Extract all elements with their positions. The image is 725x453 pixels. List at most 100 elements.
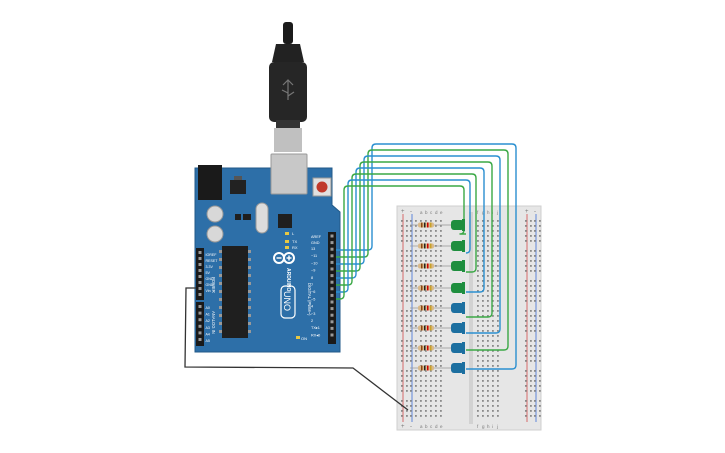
breadboard-hole[interactable] (497, 365, 499, 367)
rail-hole[interactable] (539, 400, 541, 402)
breadboard-hole[interactable] (482, 225, 484, 227)
breadboard-hole[interactable] (477, 265, 479, 267)
rail-hole[interactable] (530, 290, 532, 292)
rail-hole[interactable] (401, 370, 403, 372)
breadboard-hole[interactable] (425, 255, 427, 257)
digital-pin-hole[interactable] (330, 313, 334, 317)
breadboard-hole[interactable] (440, 250, 442, 252)
breadboard-hole[interactable] (477, 405, 479, 407)
rail-hole[interactable] (401, 340, 403, 342)
breadboard-hole[interactable] (492, 345, 494, 347)
breadboard-hole[interactable] (425, 275, 427, 277)
breadboard-hole[interactable] (497, 345, 499, 347)
breadboard-hole[interactable] (435, 310, 437, 312)
breadboard-hole[interactable] (435, 290, 437, 292)
rail-hole[interactable] (406, 240, 408, 242)
rail-hole[interactable] (539, 330, 541, 332)
rail-hole[interactable] (410, 370, 412, 372)
breadboard-hole[interactable] (430, 250, 432, 252)
breadboard-hole[interactable] (425, 330, 427, 332)
rail-hole[interactable] (410, 400, 412, 402)
breadboard-hole[interactable] (492, 325, 494, 327)
rail-hole[interactable] (406, 265, 408, 267)
rail-hole[interactable] (534, 290, 536, 292)
rail-hole[interactable] (410, 225, 412, 227)
breadboard-hole[interactable] (420, 275, 422, 277)
breadboard-hole[interactable] (492, 400, 494, 402)
breadboard-hole[interactable] (477, 220, 479, 222)
rail-hole[interactable] (534, 235, 536, 237)
breadboard-hole[interactable] (492, 270, 494, 272)
rail-hole[interactable] (415, 370, 417, 372)
breadboard-hole[interactable] (482, 400, 484, 402)
breadboard-hole[interactable] (435, 400, 437, 402)
breadboard-hole[interactable] (435, 355, 437, 357)
breadboard-hole[interactable] (497, 415, 499, 417)
rail-hole[interactable] (401, 410, 403, 412)
breadboard-hole[interactable] (430, 340, 432, 342)
digital-pin-hole[interactable] (330, 247, 334, 251)
breadboard-hole[interactable] (482, 250, 484, 252)
breadboard-hole[interactable] (420, 330, 422, 332)
rail-hole[interactable] (525, 330, 527, 332)
breadboard-hole[interactable] (482, 315, 484, 317)
breadboard-hole[interactable] (497, 390, 499, 392)
rail-hole[interactable] (539, 265, 541, 267)
rail-hole[interactable] (406, 360, 408, 362)
breadboard-hole[interactable] (482, 245, 484, 247)
rail-hole[interactable] (415, 280, 417, 282)
breadboard-hole[interactable] (440, 290, 442, 292)
breadboard-hole[interactable] (482, 410, 484, 412)
rail-hole[interactable] (401, 285, 403, 287)
breadboard-hole[interactable] (492, 340, 494, 342)
rail-hole[interactable] (415, 345, 417, 347)
breadboard-hole[interactable] (440, 295, 442, 297)
breadboard-hole[interactable] (425, 360, 427, 362)
rail-hole[interactable] (415, 330, 417, 332)
rail-hole[interactable] (530, 230, 532, 232)
breadboard-hole[interactable] (497, 395, 499, 397)
rail-hole[interactable] (534, 295, 536, 297)
breadboard-hole[interactable] (435, 275, 437, 277)
breadboard-hole[interactable] (477, 270, 479, 272)
breadboard-hole[interactable] (440, 235, 442, 237)
breadboard-hole[interactable] (425, 375, 427, 377)
breadboard-hole[interactable] (497, 265, 499, 267)
rail-hole[interactable] (525, 285, 527, 287)
rail-hole[interactable] (530, 415, 532, 417)
breadboard-hole[interactable] (497, 270, 499, 272)
breadboard-hole[interactable] (430, 320, 432, 322)
rail-hole[interactable] (534, 355, 536, 357)
breadboard-hole[interactable] (440, 370, 442, 372)
breadboard-hole[interactable] (477, 280, 479, 282)
rail-hole[interactable] (525, 375, 527, 377)
breadboard-hole[interactable] (440, 240, 442, 242)
breadboard-hole[interactable] (487, 340, 489, 342)
rail-hole[interactable] (415, 375, 417, 377)
rail-hole[interactable] (525, 300, 527, 302)
breadboard-hole[interactable] (482, 285, 484, 287)
breadboard-hole[interactable] (425, 280, 427, 282)
breadboard-hole[interactable] (487, 370, 489, 372)
breadboard-hole[interactable] (477, 375, 479, 377)
rail-hole[interactable] (415, 285, 417, 287)
rail-hole[interactable] (415, 235, 417, 237)
rail-hole[interactable] (410, 295, 412, 297)
rail-hole[interactable] (525, 240, 527, 242)
rail-hole[interactable] (539, 355, 541, 357)
breadboard-hole[interactable] (497, 385, 499, 387)
rail-hole[interactable] (401, 225, 403, 227)
breadboard-hole[interactable] (482, 275, 484, 277)
breadboard-hole[interactable] (420, 295, 422, 297)
breadboard-hole[interactable] (425, 295, 427, 297)
rail-hole[interactable] (534, 230, 536, 232)
rail-hole[interactable] (415, 230, 417, 232)
breadboard-hole[interactable] (430, 315, 432, 317)
breadboard-hole[interactable] (420, 400, 422, 402)
rail-hole[interactable] (406, 325, 408, 327)
breadboard-hole[interactable] (487, 270, 489, 272)
signal-wire-blue[interactable] (336, 179, 471, 293)
breadboard-hole[interactable] (487, 315, 489, 317)
breadboard-hole[interactable] (435, 345, 437, 347)
